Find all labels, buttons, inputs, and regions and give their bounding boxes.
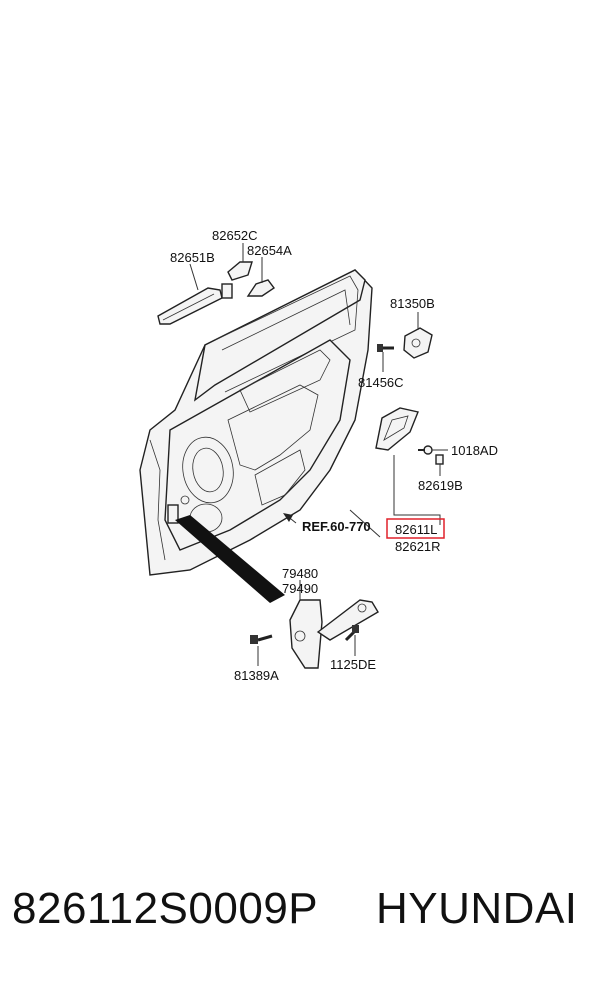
outside-handle	[157, 283, 233, 325]
label-81350B: 81350B	[390, 296, 435, 311]
rear-door-panel	[139, 269, 373, 576]
label-82611L: 82611L	[395, 522, 437, 537]
handle-cover	[227, 261, 253, 281]
clip-82619B	[435, 454, 444, 465]
part-labels: 82652C 82651B 82654A 81350B 81456C 1018A…	[170, 228, 498, 683]
inside-handle	[375, 407, 419, 451]
label-79480: 79480	[282, 566, 318, 581]
check-strap	[175, 515, 285, 603]
label-1018AD: 1018AD	[451, 443, 498, 458]
bolt-1125DE	[344, 625, 359, 642]
highlight-box	[386, 518, 445, 539]
label-82621R: 82621R	[395, 539, 441, 554]
handle-bezel	[246, 279, 276, 297]
part-number: 826112S0009P	[12, 884, 319, 933]
screw-1018AD	[418, 445, 433, 455]
door-checker	[289, 599, 379, 669]
label-82651B: 82651B	[170, 250, 215, 265]
ref-label[interactable]: REF.60-770	[302, 519, 371, 534]
label-81456C: 81456C	[358, 375, 404, 390]
leader-lines	[189, 243, 448, 666]
label-82619B: 82619B	[418, 478, 463, 493]
label-82654A: 82654A	[247, 243, 292, 258]
door-latch	[403, 327, 433, 359]
brand-name: HYUNDAI	[376, 884, 578, 933]
bolt-81389A	[250, 634, 273, 644]
screw-81456C	[377, 344, 394, 352]
label-81389A: 81389A	[234, 668, 279, 683]
label-79490: 79490	[282, 581, 318, 596]
label-82652C: 82652C	[212, 228, 258, 243]
label-1125DE: 1125DE	[330, 657, 376, 672]
